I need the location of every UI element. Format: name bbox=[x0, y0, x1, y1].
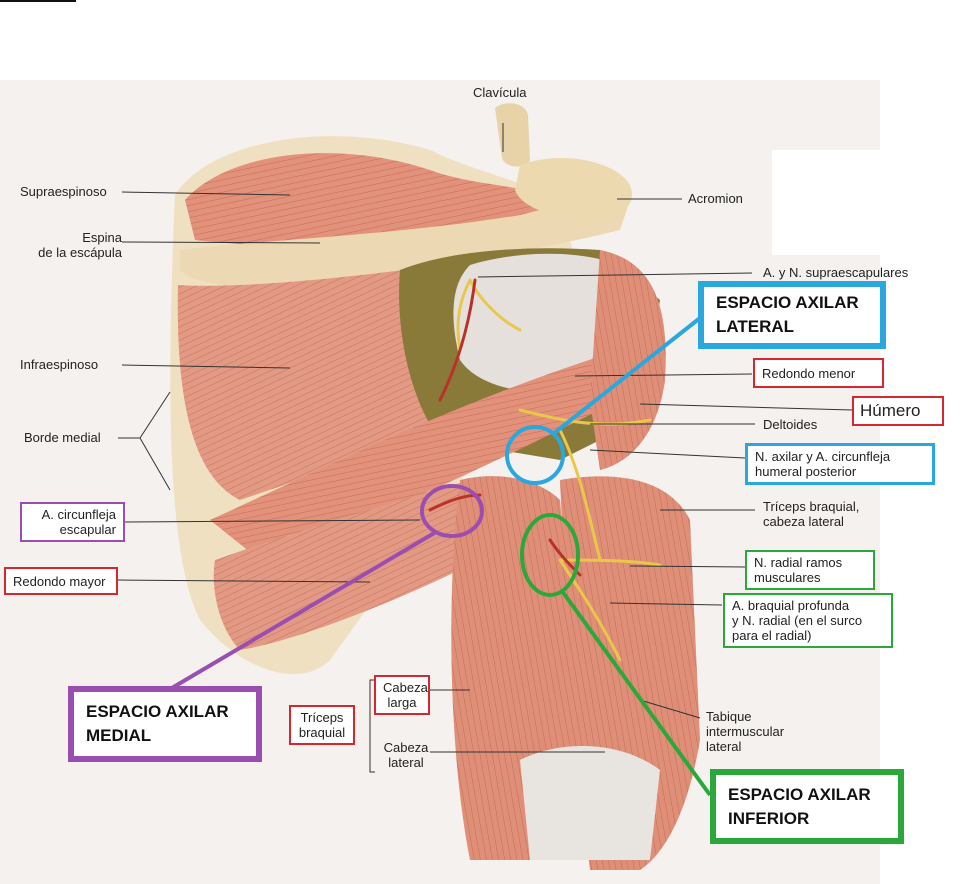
espacio-inferior-line1: ESPACIO AXILAR bbox=[728, 785, 871, 804]
triceps-tendon bbox=[520, 746, 660, 860]
inferior-space-circle bbox=[520, 513, 580, 597]
scapular-spine bbox=[180, 196, 630, 287]
box-circunfleja-escapular-line1: A. circunfleja bbox=[41, 507, 116, 522]
box-braquial-profunda-line1: A. braquial profunda bbox=[732, 598, 850, 613]
box-redondo-menor: Redondo menor bbox=[753, 358, 884, 388]
box-axilar-line2: humeral posterior bbox=[755, 464, 857, 479]
label-triceps-lateral-line2: cabeza lateral bbox=[763, 514, 844, 529]
leader-lines bbox=[117, 123, 853, 773]
label-deltoides: Deltoides bbox=[763, 417, 818, 432]
box-triceps-line2: braquial bbox=[298, 725, 346, 740]
header-rule bbox=[0, 0, 76, 2]
label-tabique: Tabique intermuscular lateral bbox=[706, 709, 784, 754]
label-espina: Espina de la escápula bbox=[20, 230, 122, 260]
lateral-space-pointer bbox=[551, 316, 702, 436]
box-radial-ramos: N. radial ramos musculares bbox=[745, 550, 875, 590]
box-braquial-profunda-line2: y N. radial (en el surco bbox=[732, 613, 863, 628]
box-axilar-circunfleja: N. axilar y A. circunfleja humeral poste… bbox=[745, 443, 935, 485]
label-infraespinoso: Infraespinoso bbox=[20, 357, 99, 372]
medial-space-circle bbox=[420, 484, 484, 538]
label-supraespinoso: Supraespinoso bbox=[20, 184, 107, 199]
humeral-head bbox=[453, 253, 630, 392]
label-triceps-lateral-line1: Tríceps braquial, bbox=[763, 499, 860, 514]
label-tabique-line2: intermuscular bbox=[706, 724, 785, 739]
acromion-bone bbox=[515, 157, 632, 221]
box-axilar-line1: N. axilar y A. circunfleja bbox=[755, 449, 891, 464]
box-redondo-mayor: Redondo mayor bbox=[4, 567, 118, 595]
medial-space-pointer bbox=[158, 530, 438, 697]
espacio-lateral-line1: ESPACIO AXILAR bbox=[716, 293, 859, 312]
teres-minor-muscle bbox=[210, 350, 660, 560]
label-tabique-line1: Tabique bbox=[706, 709, 752, 724]
label-supraescapulares: A. y N. supraescapulares bbox=[763, 265, 909, 280]
espacio-medial-line1: ESPACIO AXILAR bbox=[86, 702, 229, 721]
teres-major-muscle bbox=[213, 480, 480, 650]
label-tabique-line3: lateral bbox=[706, 739, 742, 754]
box-cabeza-larga-line1: Cabeza bbox=[383, 680, 428, 695]
label-triceps-lateral: Tríceps braquial, cabeza lateral bbox=[763, 499, 859, 529]
label-cabeza-lateral-line1: Cabeza bbox=[383, 740, 429, 755]
label-cabeza-lateral-line2: lateral bbox=[388, 755, 424, 770]
box-radial-ramos-line1: N. radial ramos bbox=[754, 555, 843, 570]
box-radial-ramos-line2: musculares bbox=[754, 570, 821, 585]
box-espacio-axilar-medial: ESPACIO AXILAR MEDIAL bbox=[68, 686, 262, 762]
label-borde-medial: Borde medial bbox=[24, 430, 101, 445]
espacio-medial-line2: MEDIAL bbox=[86, 726, 152, 745]
box-humero: Húmero bbox=[852, 396, 944, 426]
label-espina-line1: Espina bbox=[82, 230, 122, 245]
label-espina-line2: de la escápula bbox=[38, 245, 122, 260]
box-circunfleja-escapular: A. circunfleja escapular bbox=[20, 502, 125, 542]
plate-cutout bbox=[772, 150, 882, 255]
box-circunfleja-escapular-line2: escapular bbox=[59, 522, 116, 537]
inferior-space-pointer bbox=[560, 589, 712, 797]
label-acromion: Acromion bbox=[688, 191, 743, 206]
lateral-space-circle bbox=[505, 425, 565, 485]
box-triceps-braquial: Tríceps braquial bbox=[289, 705, 355, 745]
box-espacio-axilar-inferior: ESPACIO AXILAR INFERIOR bbox=[710, 769, 904, 844]
box-cabeza-larga-line2: larga bbox=[387, 695, 417, 710]
box-cabeza-larga: Cabeza larga bbox=[374, 675, 430, 715]
label-clavicula: Clavícula bbox=[473, 85, 527, 100]
box-braquial-profunda: A. braquial profunda y N. radial (en el … bbox=[723, 593, 893, 648]
deltoid-muscle bbox=[590, 250, 666, 470]
espacio-inferior-line2: INFERIOR bbox=[728, 809, 810, 828]
label-cabeza-lateral: Cabeza lateral bbox=[376, 740, 436, 770]
clavicle-bone bbox=[495, 103, 530, 167]
box-triceps-line1: Tríceps bbox=[300, 710, 344, 725]
box-braquial-profunda-line3: para el radial) bbox=[732, 628, 812, 643]
espacio-lateral-line2: LATERAL bbox=[716, 317, 795, 336]
box-espacio-axilar-lateral: ESPACIO AXILAR LATERAL bbox=[698, 281, 886, 349]
